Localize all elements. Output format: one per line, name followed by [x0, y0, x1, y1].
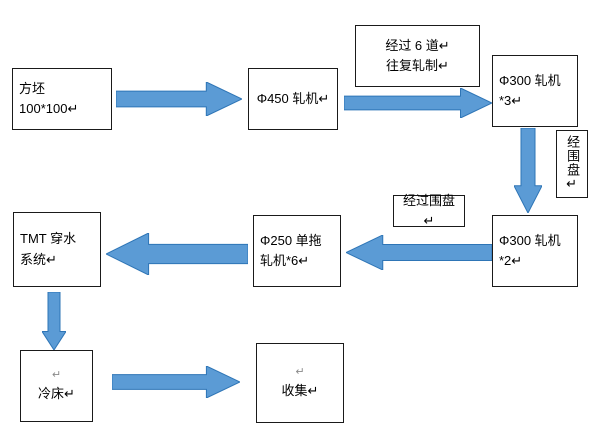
node-text-line: Φ250 单拖	[260, 232, 322, 248]
collection-box: ↵ 收集↵	[256, 343, 344, 423]
arrow-billet-to-mill450	[116, 82, 242, 116]
tmt-water-cooling-box: TMT 穿水系统↵	[13, 212, 101, 287]
node-text-line: *3↵	[499, 93, 523, 108]
empty-line-pilcrow: ↵	[51, 369, 62, 382]
arrow-tmt-to-cooling-bed	[42, 292, 66, 350]
arrow-cooling-bed-to-collect	[112, 366, 240, 398]
node-text-line: 轧机*6↵	[260, 253, 310, 268]
arrow-mill450-to-mill300x3	[344, 88, 492, 118]
mill-300-x3-box: Φ300 轧机 *3↵	[492, 55, 578, 127]
arrow-mill300x3-to-mill300x2	[514, 128, 542, 213]
node-text-line: 经围盘↵	[565, 135, 581, 193]
node-text-line: 往复轧制↵	[386, 58, 449, 73]
arrow-mill300x2-to-mill250	[346, 235, 492, 270]
node-text-line: 经过 6 道↵	[385, 37, 450, 53]
node-text-line: Φ450 轧机↵	[256, 90, 330, 106]
through-coiler-vertical-note-box: 经围盘↵	[556, 130, 588, 198]
node-text-line: Φ300 轧机	[499, 232, 561, 248]
arrow-mill250-to-tmt	[106, 233, 248, 275]
empty-line-pilcrow: ↵	[295, 366, 305, 379]
node-text-line: *2↵	[499, 253, 523, 268]
node-text-line: TMT 穿水	[20, 231, 77, 247]
node-text-line: Φ300 轧机	[499, 72, 561, 88]
six-pass-note-box: 经过 6 道↵ 往复轧制↵	[355, 25, 480, 87]
mill-250-single-drive-box: Φ250 单拖轧机*6↵	[253, 215, 341, 287]
through-coiler-note-box: 经过围盘↵	[393, 193, 465, 228]
node-text-line: 系统↵	[20, 251, 57, 267]
cooling-bed-box: ↵ 冷床↵	[20, 350, 93, 422]
mill-300-x2-box: Φ300 轧机 *2↵	[492, 215, 578, 287]
node-text-line: 经过围盘↵	[402, 192, 455, 228]
node-text-line: 方坯 100*100↵	[19, 80, 79, 116]
mill-450-box: Φ450 轧机↵	[248, 68, 338, 130]
node-text-line: 收集↵	[281, 383, 319, 399]
billet-box: 方坯 100*100↵	[12, 68, 112, 130]
node-text-line: 冷床↵	[38, 386, 75, 402]
